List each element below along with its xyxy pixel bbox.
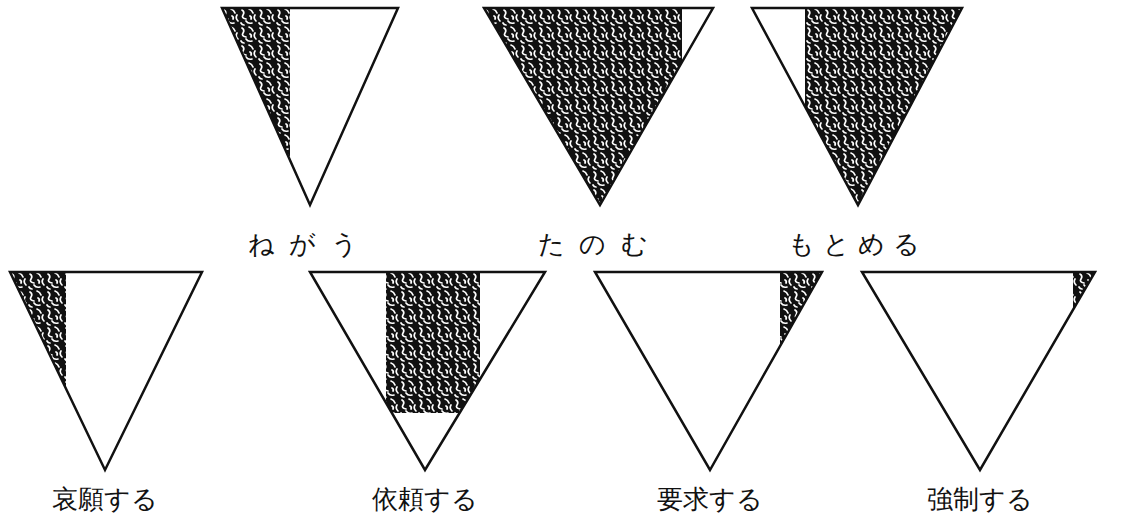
- triangle-outline: [222, 8, 398, 205]
- triangle-outline: [484, 8, 713, 205]
- triangle-node: 依頼する: [310, 272, 545, 516]
- triangle-node: 哀願する: [10, 272, 202, 516]
- triangle-outline: [10, 272, 202, 470]
- pattern-fill: [780, 272, 822, 470]
- node-label: 依頼する: [372, 484, 478, 515]
- triangle-outline: [310, 272, 545, 470]
- node-label: 要求する: [657, 484, 763, 515]
- triangle-outline: [595, 272, 822, 470]
- node-label: 哀願する: [52, 484, 158, 515]
- triangle-node: もとめる: [752, 8, 962, 264]
- triangle-figure: [595, 272, 822, 474]
- triangle-figure: [10, 272, 202, 474]
- pattern-fill: [805, 8, 962, 205]
- triangle-figure: [484, 8, 713, 209]
- triangle-node: 要求する: [595, 272, 822, 516]
- triangle-node: たのむ: [484, 8, 713, 264]
- triangle-outline: [862, 272, 1095, 470]
- triangle-figure: [862, 272, 1095, 474]
- triangle-node: ねがう: [222, 8, 398, 264]
- pattern-fill: [1073, 272, 1095, 470]
- triangle-figure: [222, 8, 398, 209]
- pattern-fill: [222, 8, 290, 205]
- node-label: ねがう: [248, 229, 372, 260]
- triangle-figure: [310, 272, 545, 474]
- triangle-outline: [752, 8, 962, 205]
- node-label: たのむ: [538, 229, 662, 260]
- pattern-fill: [386, 272, 480, 413]
- node-label: 強制する: [927, 484, 1033, 515]
- node-label: もとめる: [788, 229, 927, 260]
- triangle-figure: [752, 8, 962, 209]
- triangle-node: 強制する: [862, 272, 1095, 516]
